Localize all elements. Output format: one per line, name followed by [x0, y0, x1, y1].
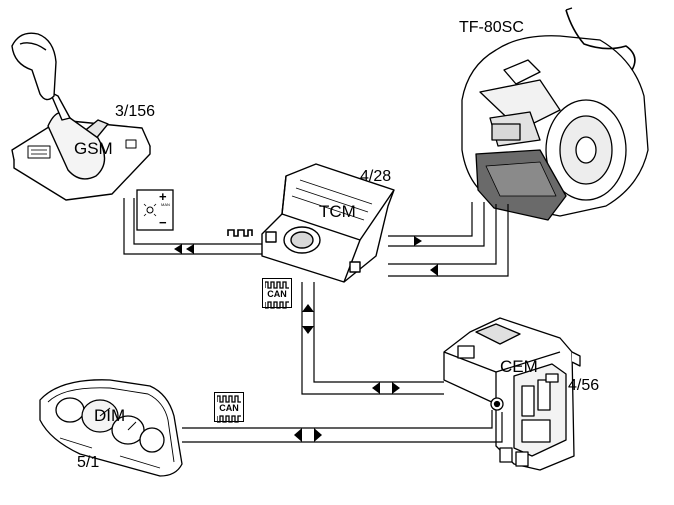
- tcm-name-label: TCM: [319, 202, 356, 221]
- can-label: CAN: [267, 289, 287, 299]
- gearbox-tf80sc: [461, 7, 649, 221]
- signal-arrows: [174, 236, 438, 442]
- can-wave-icon: [217, 395, 241, 403]
- dim-instrument-cluster: [39, 379, 183, 477]
- can-wave-icon: [265, 301, 289, 309]
- can-wave-icon: [265, 281, 289, 289]
- can-wave-icon: [217, 415, 241, 423]
- gearbox-name-label: TF-80SC: [459, 19, 524, 36]
- pwm-signal-icon: [227, 229, 253, 237]
- gsm-name-label: GSM: [74, 139, 113, 158]
- tcm-module: [261, 163, 395, 283]
- cem-name-label: CEM: [500, 357, 538, 376]
- gsm-ref-label: 3/156: [115, 103, 156, 120]
- manual-man-label: MAN: [161, 202, 170, 207]
- can-badge-dim: CAN: [214, 392, 244, 423]
- can-label: CAN: [219, 403, 239, 413]
- can-badge-tcm: CAN: [262, 278, 292, 309]
- dim-ref-label: 5/1: [77, 454, 100, 471]
- wiring: [123, 198, 509, 443]
- gsm-gear-selector: [11, 32, 151, 201]
- manual-mode-badge: [136, 189, 174, 231]
- cem-ref-label: 4/56: [568, 377, 600, 394]
- manual-plus-label: +: [159, 189, 167, 204]
- dim-name-label: DIM: [94, 406, 126, 425]
- manual-minus-label: −: [159, 215, 167, 230]
- cem-module: [443, 317, 581, 471]
- tcm-ref-label: 4/28: [360, 168, 392, 185]
